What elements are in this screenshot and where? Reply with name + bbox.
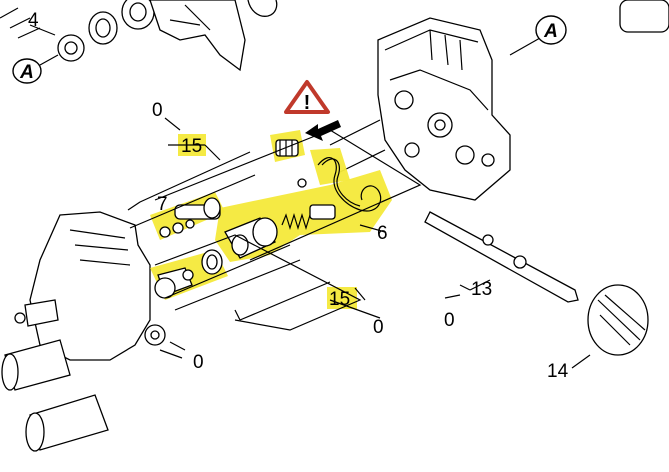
callout-a-left-label: A xyxy=(19,62,34,83)
top-left-parts xyxy=(0,0,669,72)
callout-0-left: 0 xyxy=(193,352,204,373)
warning-symbol: ! xyxy=(304,92,311,114)
valve-body xyxy=(1,211,166,452)
highlight-15-bottom xyxy=(327,287,357,309)
callout-a-right-label: A xyxy=(543,21,558,42)
callout-15-top: 15 xyxy=(181,136,202,157)
callout-15-bottom: 15 xyxy=(329,289,350,310)
arrow-left-icon xyxy=(305,120,341,141)
valve-components xyxy=(154,139,649,356)
callout-0-bottom: 0 xyxy=(373,317,384,338)
callout-a-left: A xyxy=(12,58,42,84)
callout-a-right: A xyxy=(535,15,567,45)
pump-housing xyxy=(329,17,511,201)
callout-4: 4 xyxy=(28,10,39,31)
callout-6: 6 xyxy=(377,223,388,244)
callout-0-top: 0 xyxy=(152,100,163,121)
callout-14: 14 xyxy=(547,361,569,382)
callout-labels: 4 0 15 7 6 15 0 13 0 14 0 xyxy=(28,10,569,382)
callout-13: 13 xyxy=(471,279,492,300)
highlight-hose-loop xyxy=(310,148,350,185)
callout-0-right: 0 xyxy=(444,310,455,331)
callout-7: 7 xyxy=(157,194,168,215)
warning-triangle-icon: ! xyxy=(284,80,330,114)
leader-lines xyxy=(29,24,591,369)
